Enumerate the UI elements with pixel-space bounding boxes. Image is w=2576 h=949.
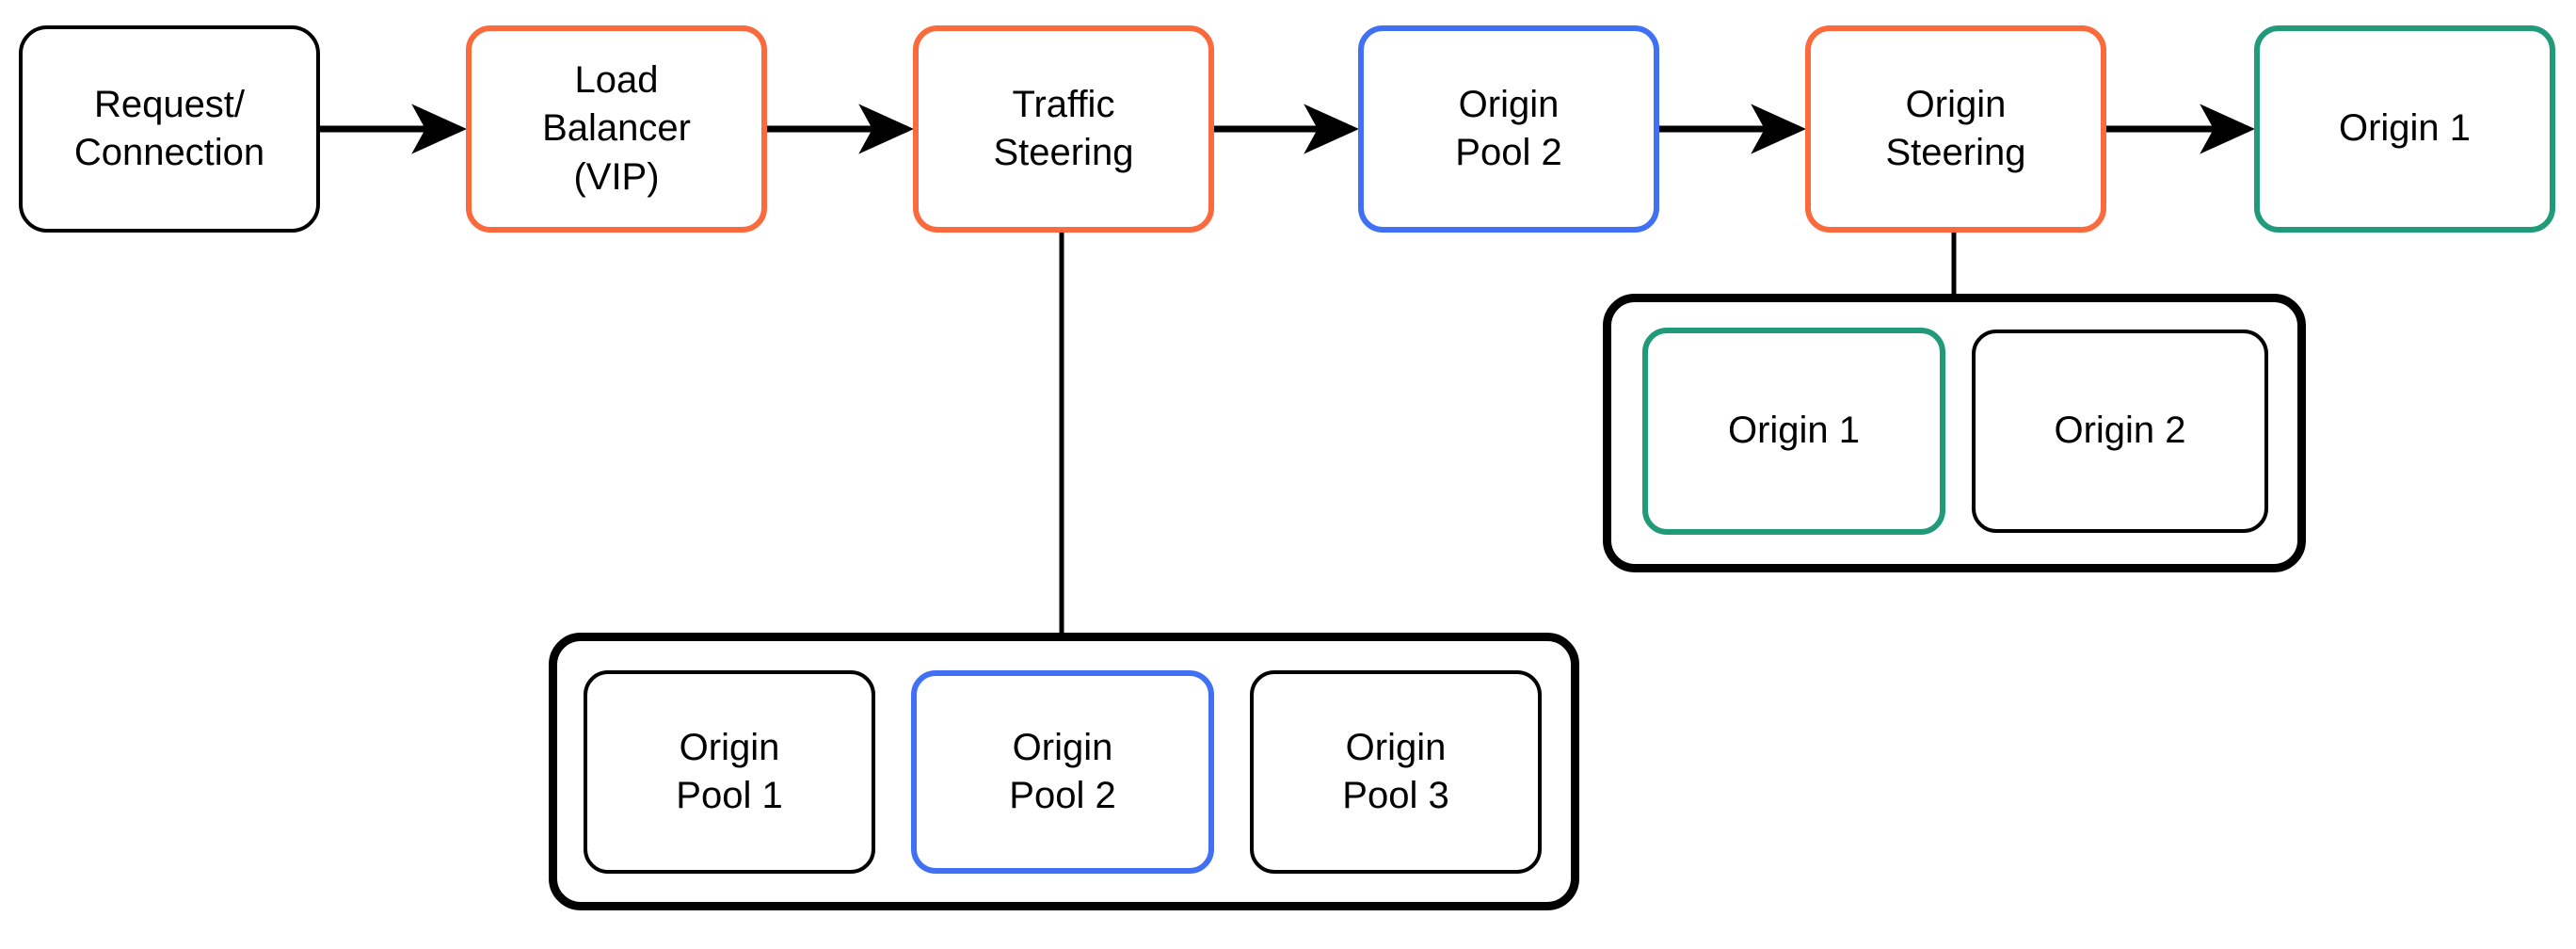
node-origin-pool-2[interactable]: Origin Pool 2 [1358,25,1659,233]
node-origin-1[interactable]: Origin 1 [2254,25,2555,233]
member-origin-pool-2[interactable]: Origin Pool 2 [911,670,1214,874]
node-origin-steering[interactable]: Origin Steering [1805,25,2106,233]
member-origin-2-member[interactable]: Origin 2 [1972,330,2268,533]
node-load-balancer[interactable]: Load Balancer (VIP) [466,25,767,233]
node-traffic-steering[interactable]: Traffic Steering [913,25,1214,233]
member-origin-pool-3[interactable]: Origin Pool 3 [1250,670,1542,874]
member-origin-1-member[interactable]: Origin 1 [1642,328,1945,535]
member-origin-pool-1[interactable]: Origin Pool 1 [584,670,875,874]
node-request-connection[interactable]: Request/ Connection [19,25,320,233]
